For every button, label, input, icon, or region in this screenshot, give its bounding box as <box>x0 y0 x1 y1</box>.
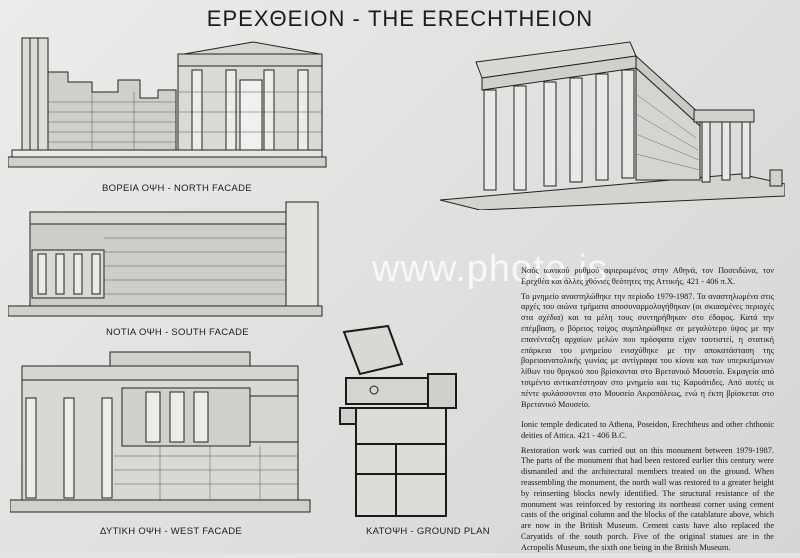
plaque-title: ΕΡΕΧΘΕΙΟΝ - THE ERECHTHEION <box>206 6 594 31</box>
english-restoration-paragraph: Restoration work was carried out on this… <box>521 445 774 552</box>
west-facade-drawing <box>10 351 311 513</box>
ground-plan-drawing <box>339 324 457 517</box>
greek-restoration-paragraph: Το μνημείο αναστηλώθηκε την περίοδο 1979… <box>521 291 774 409</box>
ground-plan-caption: ΚΑΤΟΨΗ - GROUND PLAN <box>366 526 490 537</box>
west-facade-caption: ΔΥΤΙΚΗ ΟΨΗ - WEST FACADE <box>100 526 243 537</box>
north-facade-drawing <box>8 37 327 168</box>
north-facade-caption: ΒΟΡΕΙΑ ΟΨΗ - NORTH FACADE <box>102 183 252 194</box>
english-description: Ionic temple dedicated to Athena, Poseid… <box>521 420 774 558</box>
english-intro-paragraph: Ionic temple dedicated to Athena, Poseid… <box>521 420 774 440</box>
south-facade-caption: ΝΟΤΙΑ ΟΨΗ - SOUTH FACADE <box>106 327 249 338</box>
greek-intro-paragraph: Ναός ιωνικού ρυθμού αφιερωμένος στην Αθη… <box>521 266 774 286</box>
watermark: www.photo.is <box>372 248 608 290</box>
perspective-view-drawing <box>440 41 785 210</box>
south-facade-drawing <box>8 201 323 317</box>
greek-description: Ναός ιωνικού ρυθμού αφιερωμένος στην Αθη… <box>521 266 774 414</box>
